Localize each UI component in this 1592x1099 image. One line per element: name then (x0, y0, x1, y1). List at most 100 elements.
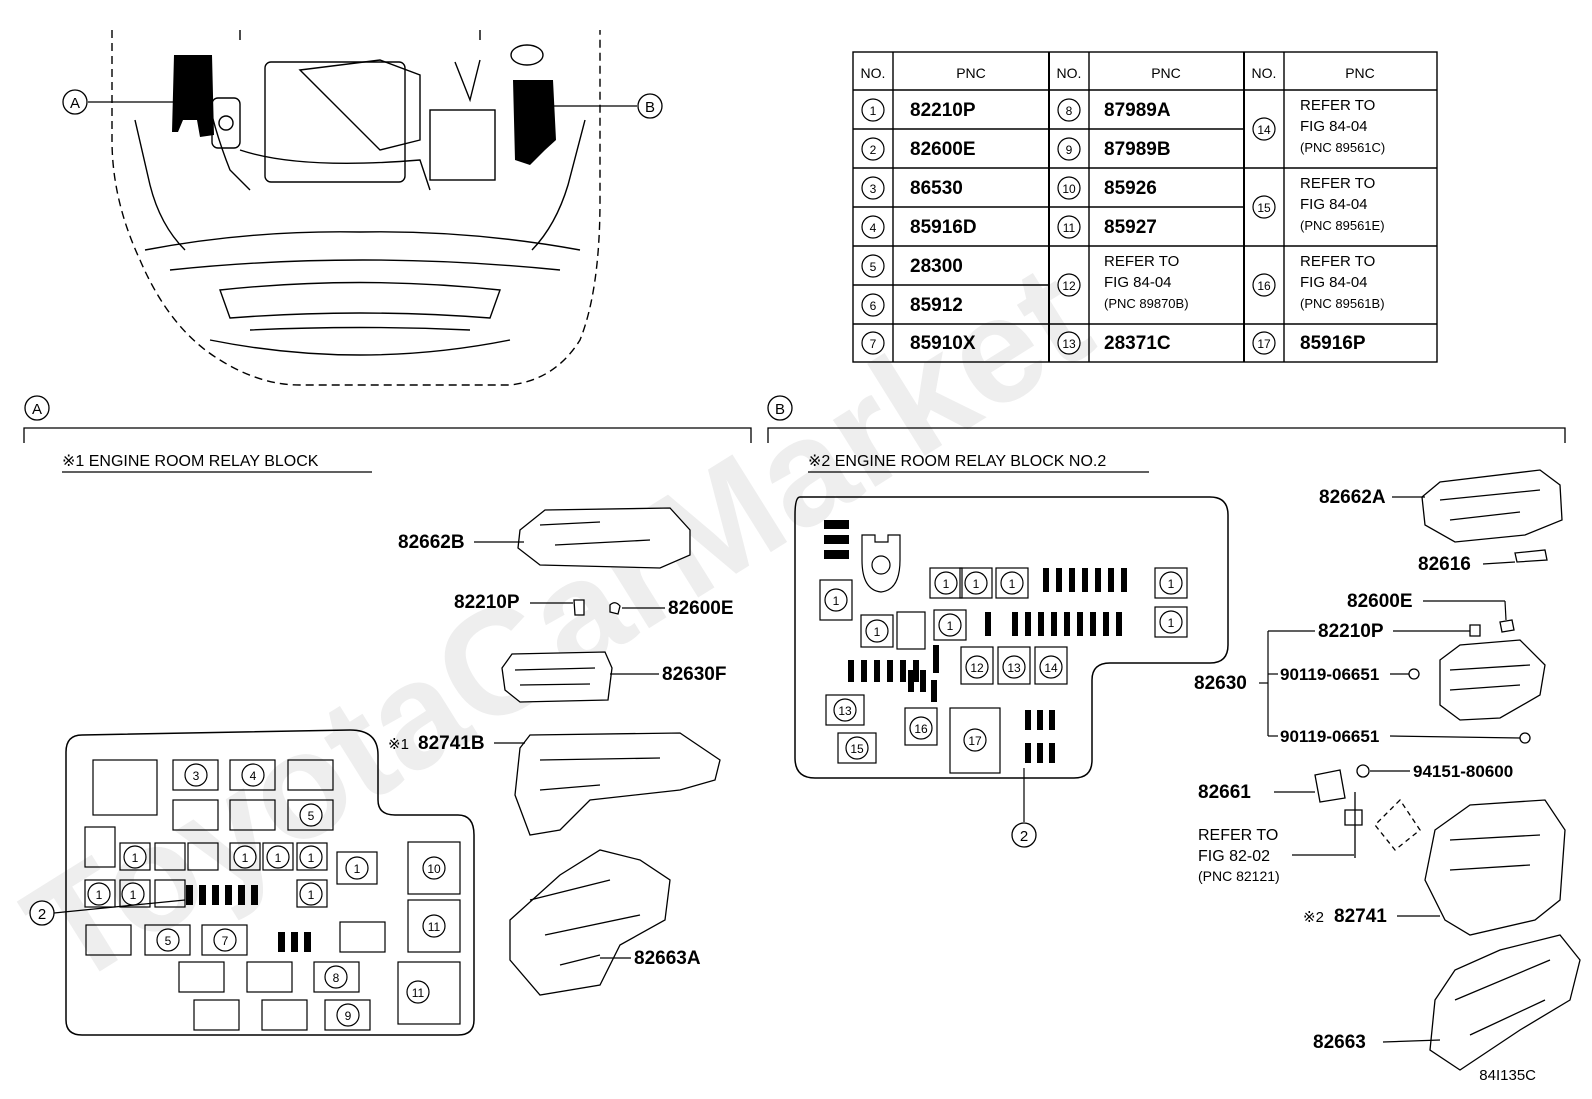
table-row-6-pnc: 85912 (910, 295, 963, 316)
table-row-8-no-circle (1057, 98, 1081, 122)
refer-line-2: FIG 82-02 (1198, 848, 1270, 865)
mark-82741B: ※1 (388, 736, 409, 753)
relay-a-callout-15-circle (324, 965, 348, 989)
table-row-11-pnc: 85927 (1104, 217, 1157, 238)
table-row-10-no-circle (1057, 176, 1081, 200)
label-82663A: 82663A (634, 948, 701, 969)
relay-b-callout-8-circle (965, 655, 989, 679)
relay-slot-b (933, 609, 967, 641)
table-row-17-no-circle (1252, 331, 1276, 355)
relay-a-callout-12-circle (156, 928, 180, 952)
table-row-12-refer: (PNC 89870B) (1104, 296, 1189, 311)
fuse-bar (1116, 612, 1122, 636)
relay-slot-a (193, 999, 240, 1031)
table-header: NO. (861, 65, 886, 81)
label-82661: 82661 (1198, 782, 1251, 803)
section-a-marker (24, 395, 50, 421)
table-row-12-no-circle (1057, 273, 1081, 297)
relay-a-callout-14-label: 11 (428, 920, 441, 934)
refer-line-1: REFER TO (1198, 827, 1278, 844)
relay-b-callout-0-label: 1 (833, 594, 840, 608)
fuse-bar (1049, 743, 1055, 763)
table-row-7-no-label: 7 (870, 337, 877, 351)
label-82210P-b: 82210P (1318, 621, 1384, 642)
relay-a-callout-13-circle (213, 928, 237, 952)
relay-a-callout-15-label: 8 (333, 971, 340, 985)
table-row-13-pnc: 28371C (1104, 333, 1171, 354)
table-row-11-no-label: 11 (1063, 221, 1076, 235)
relay-slot-b (825, 694, 865, 726)
section-b-bracket (767, 427, 1566, 443)
label-82741: 82741 (1334, 906, 1387, 927)
table-row-16-no-label: 16 (1257, 279, 1271, 293)
relay-slot-a (229, 842, 261, 871)
relay-slot-a (119, 842, 151, 871)
callout-2-a-label: 2 (38, 906, 46, 923)
fuse-bar (887, 660, 893, 682)
relay-b-callout-13-circle (845, 736, 869, 760)
fuse-bar (1043, 568, 1049, 592)
table-header: NO. (1057, 65, 1082, 81)
fuse-bar (238, 885, 245, 905)
refer-line-3: (PNC 82121) (1198, 868, 1280, 884)
table-row-12-refer: REFER TO (1104, 253, 1179, 270)
table-row-16-no-circle (1252, 273, 1276, 297)
relay-b-callout-4-label: 1 (1168, 577, 1175, 591)
fuse-bar (225, 885, 232, 905)
mark-82741: ※2 (1303, 909, 1324, 926)
table-row-16-refer: (PNC 89561B) (1300, 296, 1385, 311)
relay-b-callout-1-circle (934, 571, 958, 595)
fuse-bar (1037, 743, 1043, 763)
relay-a-callout-8-label: 10 (427, 862, 441, 876)
table-row-10-pnc: 85926 (1104, 178, 1157, 199)
relay-slot-a (85, 924, 132, 956)
relay-slot-a (172, 759, 219, 791)
table-row-14-refer: REFER TO (1300, 97, 1375, 114)
relay-b-callout-1-label: 1 (943, 577, 950, 591)
table-row-12-no-label: 12 (1062, 279, 1076, 293)
table-row-11-no-circle (1057, 215, 1081, 239)
relay-a-callout-14-circle (422, 914, 446, 938)
figure-code: 84I135C (1479, 1067, 1536, 1084)
relay-a-callout-16-label: 11 (412, 986, 425, 1000)
table-header: PNC (1151, 65, 1181, 81)
relay-slot-a (154, 879, 186, 908)
table-row-7-pnc: 85910X (910, 333, 976, 354)
table-row-9-no-circle (1057, 137, 1081, 161)
relay-b-callout-6-label: 1 (874, 625, 881, 639)
label-82600E-b: 82600E (1347, 591, 1413, 612)
relay-slot-b (860, 614, 894, 648)
relay-slot-a (324, 999, 371, 1031)
relay-slot-a (84, 879, 116, 908)
fuse-bar (861, 660, 867, 682)
location-callout-a (62, 89, 88, 115)
relay-a-callout-3-circle (123, 845, 147, 869)
relay-a-callout-17-circle (336, 1003, 360, 1027)
relay-b-callout-13-label: 15 (850, 742, 864, 756)
table-row-1-pnc: 82210P (910, 100, 976, 121)
relay-slot-a (407, 899, 461, 953)
relay-a-callout-9-label: 1 (96, 888, 103, 902)
fuse-bar (1064, 612, 1070, 636)
fuse-bar (931, 680, 937, 702)
table-row-15-refer: (PNC 89561E) (1300, 218, 1385, 233)
fuse-bar (1108, 568, 1114, 592)
table-row-6-no-label: 6 (870, 299, 877, 313)
fuse-bar (900, 660, 906, 682)
label-bolt-1: 90119-06651 (1280, 665, 1379, 684)
relay-slot-b (819, 579, 853, 621)
relay-a-callout-0-circle (184, 763, 208, 787)
relay-b-callout-5-label: 1 (1168, 616, 1175, 630)
relay-a-callout-10-label: 1 (130, 888, 137, 902)
relay-a-callout-1-circle (241, 763, 265, 787)
relay-block-b-location (513, 80, 556, 165)
relay-slot-a (313, 961, 360, 993)
table-row-2-pnc: 82600E (910, 139, 976, 160)
relay-slot-b (949, 707, 1001, 774)
part-illustrations-b (1314, 469, 1581, 1071)
relay-b-callout-11-circle (833, 698, 857, 722)
label-bolt-2: 90119-06651 (1280, 727, 1379, 746)
fuse-bar (1037, 710, 1043, 730)
relay-b-callout-8-label: 12 (970, 661, 984, 675)
